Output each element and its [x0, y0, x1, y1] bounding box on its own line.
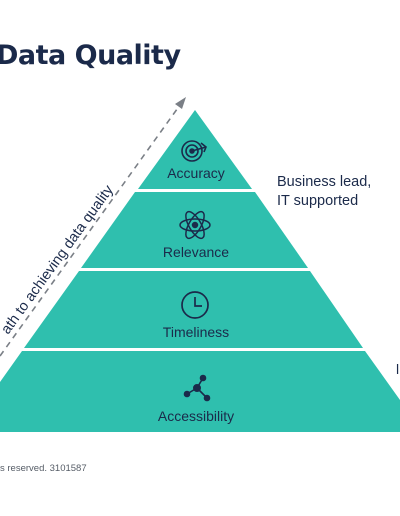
page-title: Data Quality: [0, 40, 181, 71]
arrow-head-icon: [175, 97, 186, 109]
network-icon: [183, 374, 211, 402]
side-note-line-1: Business lead,: [277, 174, 372, 190]
tier-timeliness: [24, 271, 363, 348]
side-note: Business lead, IT supported: [277, 173, 371, 211]
path-arrow-line: [0, 104, 181, 357]
side-note-line-2: IT supported: [277, 193, 359, 209]
target-icon: [181, 140, 207, 162]
tier-label-accessibility: Accessibility: [158, 408, 234, 424]
tier-relevance: [81, 192, 308, 268]
copyright-text: s reserved. 3101587: [0, 463, 87, 474]
atom-icon: [179, 210, 211, 240]
clock-icon: [181, 291, 209, 319]
tier-label-accuracy: Accuracy: [167, 165, 225, 181]
tier-label-relevance: Relevance: [163, 244, 229, 260]
tier-label-timeliness: Timeliness: [163, 324, 229, 340]
clipped-side-note: l: [396, 361, 399, 377]
